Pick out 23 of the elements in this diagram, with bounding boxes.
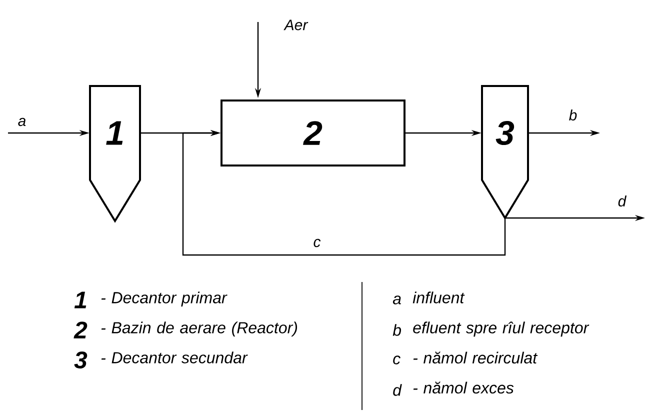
settling-tank: 3 <box>481 85 529 220</box>
edge-label: c <box>314 238 321 248</box>
legend-text: - Decantor secundar <box>101 352 248 364</box>
legend-key: d <box>393 384 402 396</box>
legend-text: influent <box>412 292 465 304</box>
legend-text: - nămol recirculat <box>413 352 538 364</box>
edge-label: b <box>569 110 577 120</box>
callout-number: 3 <box>74 352 88 368</box>
aeration-basin: 2 <box>220 100 406 166</box>
edge-label: Aer <box>284 20 308 30</box>
legend-text: efluent spre rîul receptor <box>413 322 590 337</box>
edge-label: d <box>618 196 627 207</box>
legend-key: c <box>393 356 400 364</box>
callout-number: 2 <box>74 322 88 338</box>
legend-key: a <box>392 296 401 304</box>
edge-label: a <box>18 118 26 126</box>
settling-tank: 1 <box>89 85 141 223</box>
legend-text: - nămol exces <box>413 382 514 394</box>
arrow <box>182 130 506 256</box>
callout-number: 1 <box>74 292 86 308</box>
legend-text: - Decantor primar <box>101 292 228 307</box>
legend-key: b <box>392 324 402 336</box>
legend-text: - Bazin de aerare (Reactor) <box>101 322 298 336</box>
